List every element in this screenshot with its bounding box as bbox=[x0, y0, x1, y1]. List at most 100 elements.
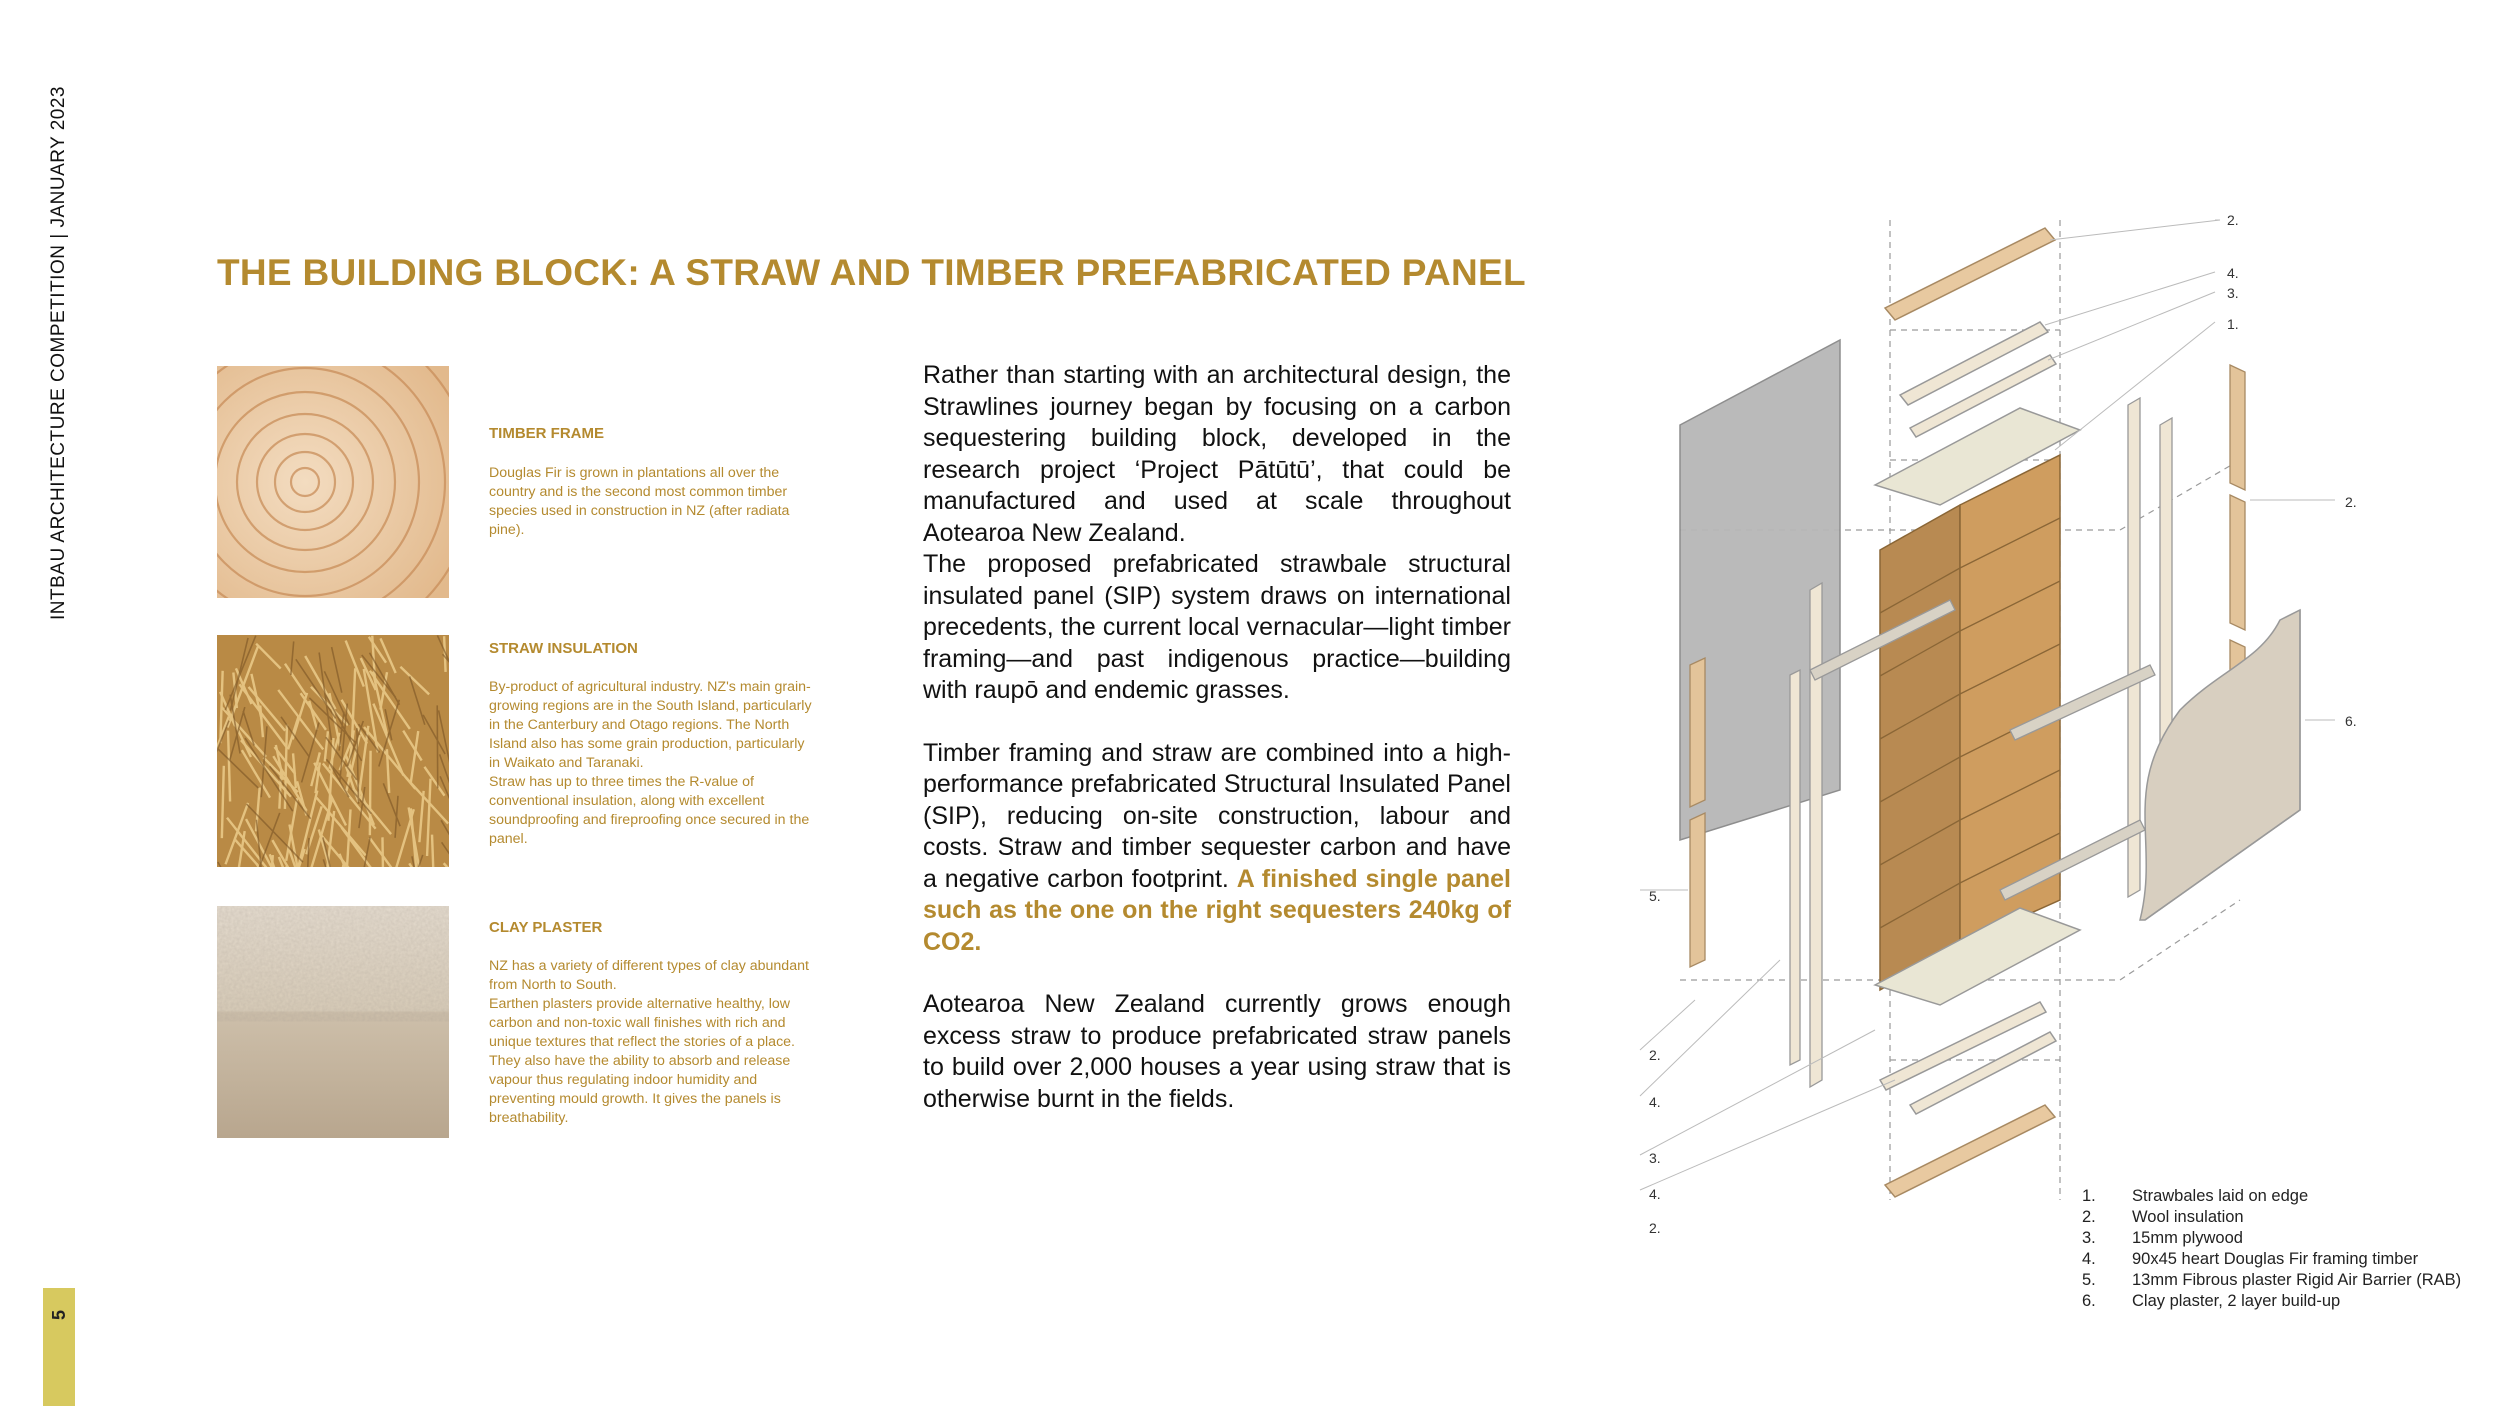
straw-fibre bbox=[338, 703, 349, 782]
straw-fibre bbox=[245, 803, 304, 863]
legend-row: 1.Strawbales laid on edge bbox=[2082, 1186, 2461, 1207]
bottom-timber-2 bbox=[1908, 1031, 2058, 1115]
clay-plaster-back bbox=[2144, 610, 2301, 921]
body-paragraph-3: Timber framing and straw are combined in… bbox=[923, 738, 1511, 959]
straw-fibre bbox=[277, 856, 285, 867]
exploded-panel-diagram bbox=[1639, 219, 2335, 1200]
straw-core-side bbox=[1959, 453, 2061, 947]
straw-fibre bbox=[363, 726, 417, 790]
straw-fibre bbox=[352, 787, 392, 835]
straw-fibre bbox=[409, 808, 418, 867]
legend-number: 6. bbox=[2082, 1292, 2096, 1310]
callout-top-1: 1. bbox=[2227, 316, 2239, 332]
page-number: 5 bbox=[49, 1309, 69, 1320]
straw-fibre bbox=[271, 839, 290, 867]
straw-fibre bbox=[321, 762, 377, 830]
body-text: Rather than starting with an architectur… bbox=[923, 360, 1511, 1115]
straw-course-line bbox=[1879, 819, 1961, 866]
straw-fibre bbox=[242, 710, 255, 746]
straw-fibre bbox=[284, 798, 299, 862]
straw-fibre bbox=[439, 776, 449, 800]
straw-fibre bbox=[255, 819, 262, 867]
straw-fibre bbox=[399, 665, 430, 696]
straw-course-line bbox=[1959, 643, 2061, 695]
straw-fibre bbox=[247, 686, 287, 732]
wool-strip-right-2 bbox=[2229, 493, 2246, 632]
straw-fibre bbox=[358, 786, 366, 829]
straw-fibre bbox=[255, 642, 282, 670]
straw-fibre bbox=[350, 668, 357, 740]
straw-course-line bbox=[1959, 580, 2061, 632]
callout-top-3: 3. bbox=[2227, 285, 2239, 301]
straw-fibre bbox=[324, 692, 363, 762]
frame-rail-top bbox=[1809, 599, 1956, 681]
bottom-timber-1 bbox=[1878, 1001, 2048, 1091]
straw-fibre bbox=[278, 770, 283, 809]
top-timber bbox=[1883, 227, 2057, 321]
material-text-straw: By-product of agricultural industry. NZ'… bbox=[489, 679, 812, 847]
straw-fibre bbox=[226, 730, 232, 802]
straw-fibre bbox=[310, 752, 321, 787]
straw-fibre bbox=[234, 838, 259, 867]
legend-number: 1. bbox=[2082, 1187, 2096, 1205]
material-text-clay: NZ has a variety of different types of c… bbox=[489, 958, 809, 1126]
straw-fibre bbox=[258, 812, 281, 867]
callout-bottom-2: 2. bbox=[1649, 1220, 1661, 1236]
straw-fibre bbox=[240, 739, 292, 798]
body-paragraph-4: Aotearoa New Zealand currently grows eno… bbox=[923, 990, 1511, 1113]
legend-number: 2. bbox=[2082, 1208, 2096, 1226]
straw-fibre bbox=[295, 780, 308, 816]
legend-number: 5. bbox=[2082, 1271, 2096, 1289]
straw-fibre bbox=[217, 716, 230, 751]
straw-fibre bbox=[368, 837, 393, 867]
straw-fibre bbox=[283, 724, 289, 809]
straw-fibre bbox=[417, 854, 424, 867]
callout-bottom-4: 4. bbox=[1649, 1186, 1661, 1202]
straw-fibre bbox=[217, 747, 259, 789]
straw-fibre bbox=[314, 762, 321, 794]
straw-fibre bbox=[362, 668, 380, 753]
straw-fibre bbox=[220, 765, 226, 839]
legend-number: 3. bbox=[2082, 1229, 2096, 1247]
straw-fibre bbox=[268, 853, 276, 867]
body-paragraph-3-highlight: A finished single panel such as the one … bbox=[923, 864, 1511, 956]
material-heading-clay: CLAY PLASTER bbox=[489, 919, 603, 936]
straw-fibre bbox=[323, 670, 350, 726]
straw-fibre bbox=[283, 663, 307, 696]
legend-row: 4.90x45 heart Douglas Fir framing timber bbox=[2082, 1249, 2461, 1270]
body-paragraph-1: Rather than starting with an architectur… bbox=[923, 361, 1511, 547]
straw-fibre bbox=[382, 782, 401, 827]
straw-fibre bbox=[359, 657, 377, 691]
callout-top-4: 4. bbox=[2227, 265, 2239, 281]
straw-fibre bbox=[260, 726, 268, 798]
material-heading-straw: STRAW INSULATION bbox=[489, 640, 638, 657]
straw-fibre bbox=[384, 709, 393, 741]
straw-fibre bbox=[280, 716, 311, 758]
straw-core-front bbox=[1879, 503, 1961, 992]
straw-fibre bbox=[381, 837, 385, 867]
straw-fibre bbox=[438, 754, 449, 784]
straw-course-line bbox=[1959, 832, 2061, 884]
material-heading-timber: TIMBER FRAME bbox=[489, 425, 604, 442]
straw-fibre bbox=[308, 697, 357, 744]
straw-fibre bbox=[436, 635, 449, 663]
clay-plaster-layer bbox=[2139, 608, 2301, 921]
callout-left-5: 5. bbox=[1649, 888, 1661, 904]
wool-strip-left-1 bbox=[1689, 656, 1706, 809]
straw-fibre bbox=[238, 683, 288, 748]
straw-fibre bbox=[345, 809, 352, 867]
straw-fibre bbox=[237, 830, 246, 867]
straw-fibre bbox=[379, 671, 389, 710]
straw-fibre bbox=[291, 753, 298, 789]
straw-fibre bbox=[338, 853, 347, 867]
body-paragraph-2: The proposed prefabricated strawbale str… bbox=[923, 550, 1511, 704]
straw-fibre bbox=[310, 685, 349, 727]
legend-row: 6.Clay plaster, 2 layer build-up bbox=[2082, 1291, 2461, 1312]
callout-left-4: 4. bbox=[1649, 1094, 1661, 1110]
frame-stud-left bbox=[1789, 668, 1801, 1067]
legend-row: 3.15mm plywood bbox=[2082, 1228, 2461, 1249]
straw-fibre bbox=[368, 670, 411, 730]
straw-course-line bbox=[1959, 517, 2061, 569]
straw-fibre bbox=[318, 652, 333, 741]
straw-fibre bbox=[219, 691, 237, 727]
